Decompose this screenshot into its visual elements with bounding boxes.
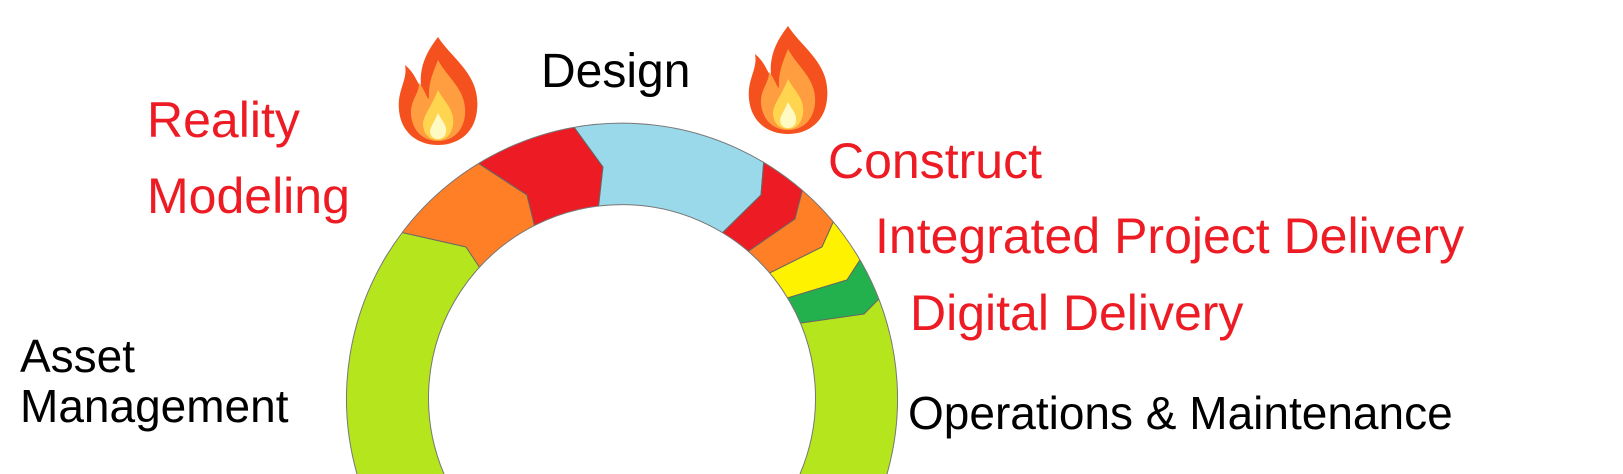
label-operations-maintenance: Operations & Maintenance xyxy=(908,387,1453,439)
label-design: Design xyxy=(541,45,691,98)
fire-icon xyxy=(398,37,478,145)
label-reality: Reality xyxy=(147,92,300,148)
label-construct: Construct xyxy=(828,133,1042,189)
label-integrated-project-delivery: Integrated Project Delivery xyxy=(875,208,1465,264)
ring-outline xyxy=(346,122,898,474)
label-modeling: Modeling xyxy=(147,168,350,224)
label-management: Management xyxy=(20,380,289,432)
label-digital-delivery: Digital Delivery xyxy=(910,285,1244,341)
fire-icon xyxy=(748,26,828,134)
label-asset: Asset xyxy=(20,330,136,382)
